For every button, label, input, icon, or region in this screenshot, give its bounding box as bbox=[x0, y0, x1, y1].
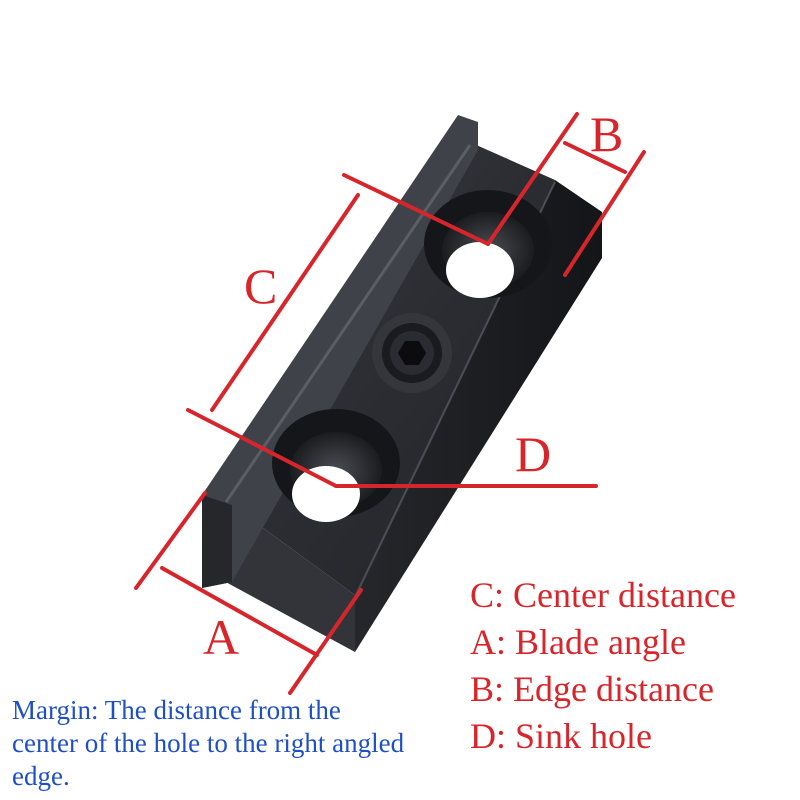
lower-countersunk-hole bbox=[272, 409, 400, 522]
dimension-label-c: C bbox=[244, 258, 277, 314]
legend-item-center-distance: C: Center distance bbox=[470, 575, 736, 615]
extension-a-left bbox=[134, 491, 207, 590]
dimension-c-arrow-line bbox=[210, 193, 360, 412]
margin-note: Margin: The distance from the center of … bbox=[12, 695, 405, 791]
legend-item-edge-distance: B: Edge distance bbox=[470, 669, 714, 709]
dimension-lines bbox=[134, 112, 646, 695]
extension-line-upper bbox=[342, 173, 490, 246]
extension-b-right bbox=[563, 150, 646, 277]
dimension-label-a: A bbox=[203, 609, 239, 665]
block-edge-highlight bbox=[224, 144, 472, 503]
dimension-a-line bbox=[160, 566, 319, 657]
blade-lip-end bbox=[202, 495, 232, 588]
extension-line-lower bbox=[186, 408, 338, 488]
legend-item-sink-hole: D: Sink hole bbox=[470, 716, 653, 756]
dimension-legend: C: Center distance A: Blade angle B: Edg… bbox=[470, 572, 736, 760]
block-right-side bbox=[355, 180, 602, 652]
hex-socket-icon bbox=[398, 341, 426, 365]
hex-set-screw bbox=[372, 313, 452, 393]
extension-b-left bbox=[486, 112, 579, 246]
dimension-label-b: B bbox=[590, 106, 623, 162]
legend-item-blade-angle: A: Blade angle bbox=[470, 622, 686, 662]
dimension-label-d: D bbox=[515, 426, 551, 482]
extension-a-right bbox=[288, 588, 363, 695]
dimension-b-line bbox=[563, 141, 627, 174]
